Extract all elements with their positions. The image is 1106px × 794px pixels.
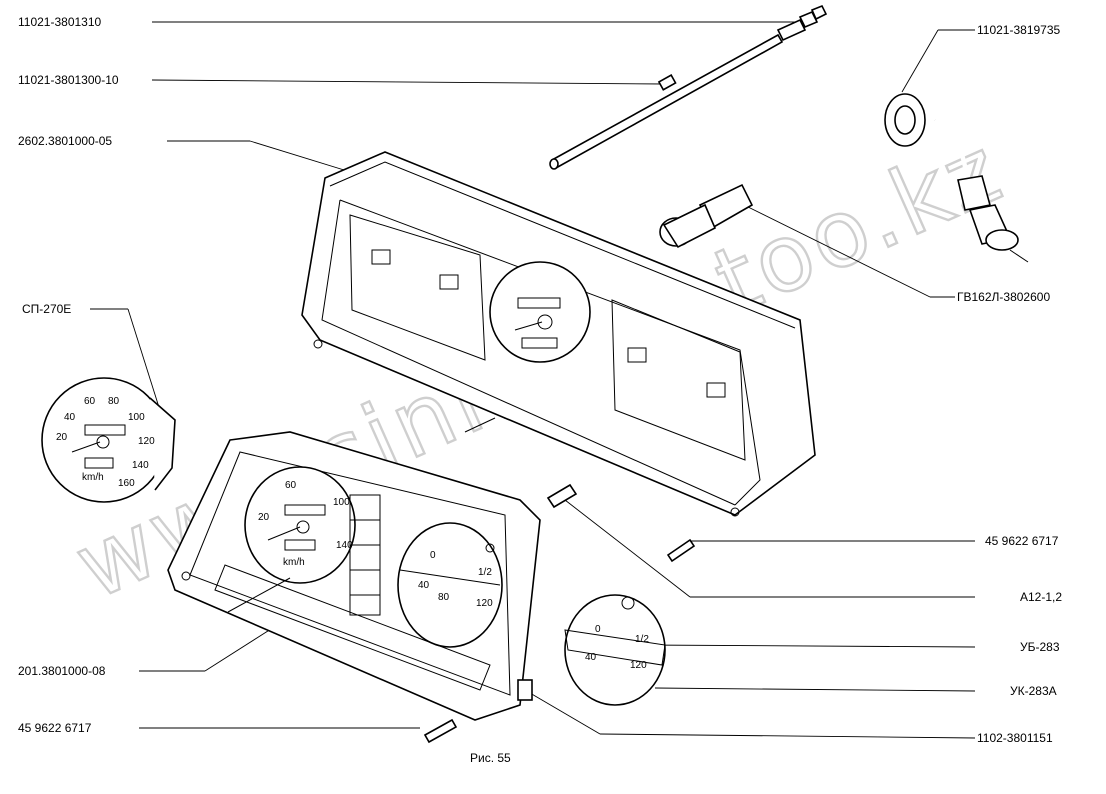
screw-left — [423, 718, 458, 744]
figure-caption: Рис. 55 — [470, 751, 511, 765]
screw-right — [666, 538, 696, 563]
label-a12-1-2: А12-1,2 — [1020, 590, 1062, 604]
label-201-3801000-08: 201.3801000-08 — [18, 664, 106, 678]
label-uk-283a: УК-283А — [1010, 684, 1057, 698]
gauge-ub283-uk283a: 0 1/2 40 120 — [564, 594, 666, 706]
lamp-a12 — [546, 483, 578, 509]
sp270-mark-40: 40 — [64, 412, 76, 423]
cluster-mark-60: 60 — [285, 480, 297, 491]
label-screw-left: 45 9622 6717 — [18, 721, 92, 735]
label-11021-3801300-10: 11021-3801300-10 — [18, 73, 119, 87]
speedometer-cable — [659, 93, 1029, 263]
sp270-mark-80: 80 — [108, 396, 120, 407]
label-ub-283: УБ-283 — [1020, 640, 1060, 654]
sp270-mark-140: 140 — [132, 460, 149, 471]
ub283-mark-half: 1/2 — [635, 634, 649, 645]
cluster-mark-100: 100 — [333, 497, 350, 508]
gauge-mark-0: 0 — [430, 550, 436, 561]
speedometer-sp270e: 20 40 60 80 100 120 140 160 km/h — [41, 377, 176, 503]
label-sp-270e: СП-270Е — [22, 302, 71, 316]
leader-lines — [90, 21, 976, 739]
upper-center-dial — [489, 261, 591, 363]
cluster-combined-gauge — [397, 522, 503, 648]
sp270-mark-100: 100 — [128, 412, 145, 423]
lower-instrument-cluster: 20 60 100 140 km/h 0 1/2 40 80 120 — [167, 431, 541, 721]
cluster-mark-20: 20 — [258, 512, 270, 523]
gauge-mark-120: 120 — [476, 598, 493, 609]
sp270-mark-20: 20 — [56, 432, 68, 443]
gauge-mark-40: 40 — [418, 580, 430, 591]
sp270-mark-160: 160 — [118, 478, 135, 489]
hose-tube — [549, 4, 828, 170]
gauge-mark-half: 1/2 — [478, 567, 492, 578]
label-1102-3801151: 1102-3801151 — [977, 731, 1053, 745]
cluster-unit: km/h — [283, 557, 305, 568]
cluster-mark-140: 140 — [336, 540, 353, 551]
small-parts — [423, 483, 696, 744]
uk283-mark-40: 40 — [585, 652, 597, 663]
upper-instrument-housing — [301, 151, 816, 517]
label-2602-3801000-05: 2602.3801000-05 — [18, 134, 112, 148]
sp270-unit: km/h — [82, 472, 104, 483]
label-screw-right: 45 9622 6717 — [985, 534, 1059, 548]
connector-1102 — [517, 679, 533, 701]
sp270-mark-60: 60 — [84, 396, 96, 407]
part-labels: 11021-3801310 11021-3801300-10 2602.3801… — [18, 15, 1062, 765]
uk283-mark-120: 120 — [630, 660, 647, 671]
label-gv162l-3802600: ГВ162Л-3802600 — [957, 290, 1050, 304]
label-11021-3801310: 11021-3801310 — [18, 15, 102, 29]
cluster-speedometer-dial — [244, 466, 356, 584]
label-11021-3819735: 11021-3819735 — [977, 23, 1061, 37]
gauge-mark-80: 80 — [438, 592, 450, 603]
ub283-mark-0: 0 — [595, 624, 601, 635]
sp270-mark-120: 120 — [138, 436, 155, 447]
